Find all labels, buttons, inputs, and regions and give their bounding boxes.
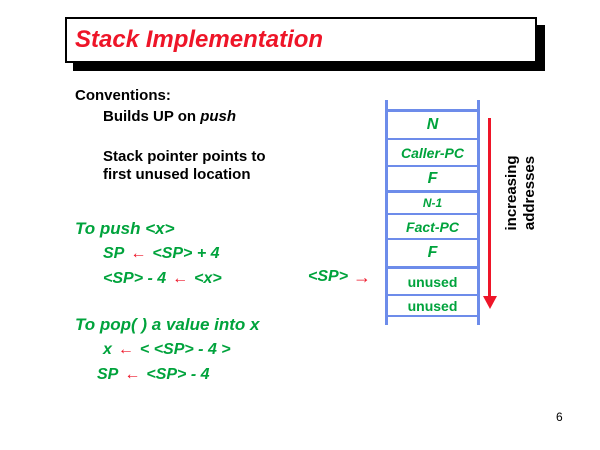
- addr-label-line1: increasing: [503, 155, 520, 231]
- assign-arrow-icon: ←: [172, 270, 189, 287]
- pop-line1-rhs: < <SP> - 4 >: [139, 341, 231, 358]
- stack-divider: [388, 238, 477, 240]
- title-box: Stack Implementation: [65, 17, 537, 63]
- push-heading: To push <x>: [75, 219, 175, 238]
- push-line2-rhs: <x>: [194, 270, 222, 287]
- pointer-note-line1: Stack pointer points to: [103, 148, 266, 165]
- sp-right-arrow-icon: →: [353, 267, 372, 287]
- arrow-head-icon: [483, 296, 497, 309]
- pop-line1: x ← < <SP> - 4 >: [103, 341, 231, 359]
- stack-cell: Caller-PC: [400, 144, 465, 161]
- stack-cell: F: [427, 169, 438, 187]
- page-number: 6: [556, 410, 563, 424]
- stack-divider: [388, 165, 477, 167]
- stack-divider: [388, 213, 477, 215]
- pointer-note-line2: first unused location: [103, 166, 251, 183]
- stack-diagram: N Caller-PC F N-1 Fact-PC F unused unuse…: [385, 100, 480, 325]
- conventions-heading: Conventions:: [75, 87, 171, 104]
- stack-pointer-callout: <SP> →: [308, 268, 371, 286]
- stack-rail-extension-top: [388, 100, 477, 109]
- pop-heading: To pop( ) a value into x: [75, 315, 260, 334]
- stack-divider: [388, 138, 477, 140]
- push-line1: SP ← <SP> + 4: [103, 245, 220, 263]
- push-line1-lhs: SP: [103, 245, 125, 262]
- stack-divider: [388, 266, 477, 269]
- conventions-builds-line: Builds UP on push: [103, 108, 236, 125]
- push-line2-lhs: <SP> - 4: [103, 270, 167, 287]
- stack-rail-extension-bottom: [388, 317, 477, 325]
- assign-arrow-icon: ←: [124, 366, 141, 383]
- stack-cell: unused: [407, 273, 458, 290]
- push-line2: <SP> - 4 ← <x>: [103, 270, 222, 288]
- stack-cell: N: [426, 116, 439, 133]
- builds-text: Builds UP on: [103, 108, 201, 125]
- page-title: Stack Implementation: [75, 26, 324, 53]
- stack-cell: unused: [407, 297, 458, 314]
- builds-push-word: push: [200, 108, 237, 125]
- stack-divider: [388, 294, 477, 296]
- push-line1-rhs: <SP> + 4: [152, 245, 220, 262]
- stack-cell: Fact-PC: [406, 218, 459, 235]
- increasing-addresses-label: increasing addresses: [503, 148, 539, 238]
- assign-arrow-icon: ←: [117, 341, 134, 358]
- stack-divider: [388, 109, 477, 112]
- pop-line2: SP ← <SP> - 4: [97, 366, 210, 384]
- pop-line2-rhs: <SP> - 4: [146, 366, 210, 383]
- assign-arrow-icon: ←: [130, 245, 147, 262]
- stack-divider: [388, 315, 477, 317]
- increasing-addresses-arrow: [488, 118, 491, 296]
- sp-label: <SP>: [308, 268, 349, 285]
- addr-label-line2: addresses: [521, 155, 538, 231]
- stack-cell: F: [427, 244, 438, 261]
- stack-cell: N-1: [422, 196, 443, 210]
- stack-divider: [388, 190, 477, 193]
- pop-line1-lhs: x: [103, 341, 112, 358]
- pop-line2-lhs: SP: [97, 366, 119, 383]
